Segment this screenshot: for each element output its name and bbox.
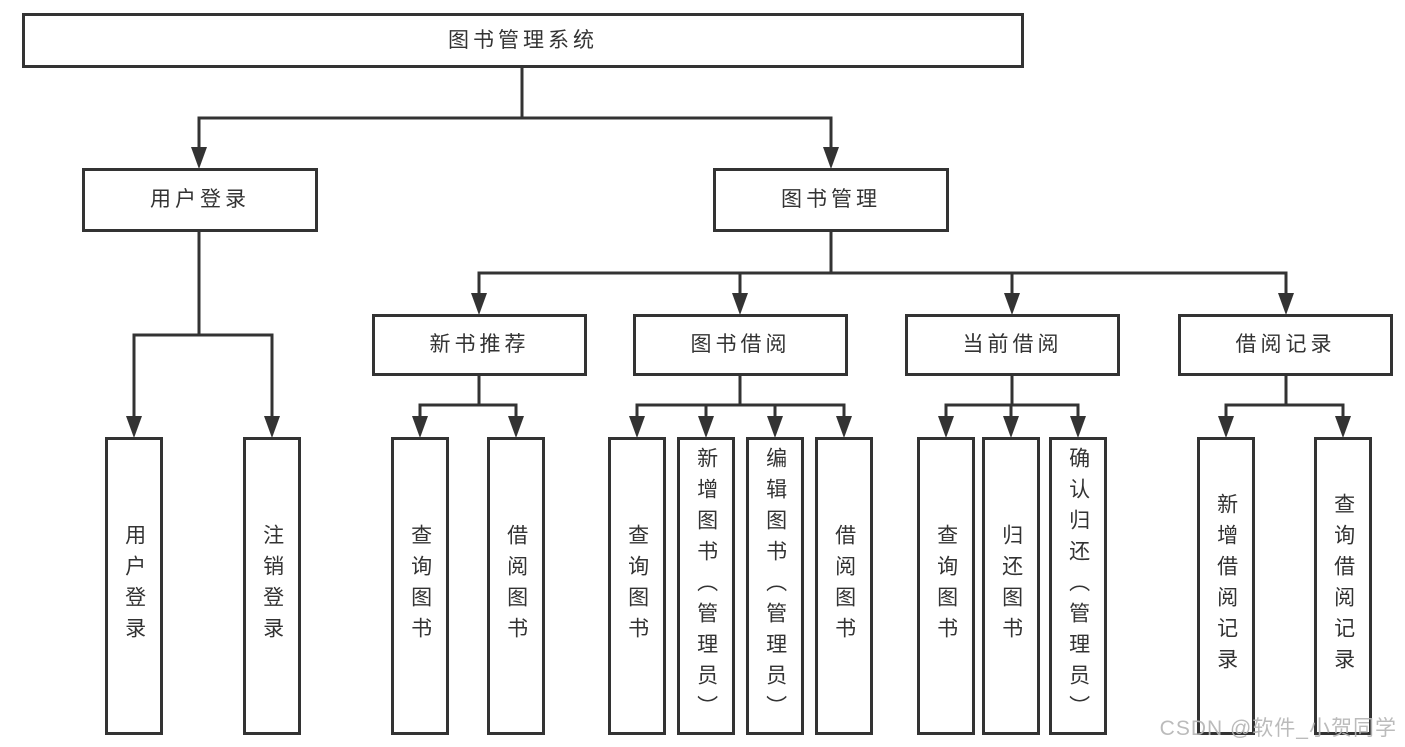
- node-label: 归还图书: [999, 524, 1023, 648]
- leaf-logout: 注销登录: [243, 437, 301, 735]
- node-label: 查询图书: [408, 524, 432, 648]
- arrowhead: [264, 416, 280, 438]
- arrowhead: [412, 416, 428, 438]
- leaf-borrow-books-recommend: 借阅图书: [487, 437, 545, 735]
- arrowhead: [938, 416, 954, 438]
- arrowhead: [698, 416, 714, 438]
- node-borrowing-records: 借阅记录: [1178, 314, 1393, 376]
- arrowhead: [471, 293, 487, 315]
- leaf-borrow-books: 借阅图书: [815, 437, 873, 735]
- node-label: 查询借阅记录: [1331, 493, 1355, 679]
- arrowhead: [1218, 416, 1234, 438]
- node-user-login: 用户登录: [82, 168, 318, 232]
- node-label: 图书管理系统: [448, 28, 598, 52]
- leaf-add-books-admin: 新增图书（管理员）: [677, 437, 735, 735]
- node-book-borrowing: 图书借阅: [633, 314, 848, 376]
- node-label: 编辑图书（管理员）: [763, 446, 787, 726]
- node-label: 借阅图书: [504, 524, 528, 648]
- node-label: 当前借阅: [962, 333, 1063, 357]
- arrowhead: [1335, 416, 1351, 438]
- node-library-management-system: 图书管理系统: [22, 13, 1024, 68]
- node-book-management: 图书管理: [713, 168, 949, 232]
- node-label: 图书管理: [781, 188, 881, 212]
- leaf-add-borrow-record: 新增借阅记录: [1197, 437, 1255, 735]
- leaf-return-books: 归还图书: [982, 437, 1040, 735]
- node-label: 借阅图书: [832, 524, 856, 648]
- arrowhead: [629, 416, 645, 438]
- leaf-query-books-borrowing: 查询图书: [608, 437, 666, 735]
- arrowhead: [732, 293, 748, 315]
- arrowhead: [836, 416, 852, 438]
- leaf-query-books-current: 查询图书: [917, 437, 975, 735]
- arrowhead: [126, 416, 142, 438]
- node-label: 用户登录: [122, 524, 146, 648]
- watermark: CSDN @软件_小贺同学: [1159, 717, 1397, 740]
- leaf-edit-books-admin: 编辑图书（管理员）: [746, 437, 804, 735]
- node-label: 图书借阅: [690, 333, 791, 357]
- arrowhead: [1003, 416, 1019, 438]
- arrowhead: [191, 147, 207, 169]
- node-label: 新书推荐: [429, 333, 530, 357]
- node-current-borrowing: 当前借阅: [905, 314, 1120, 376]
- arrowhead: [1278, 293, 1294, 315]
- node-label: 新增借阅记录: [1214, 493, 1238, 679]
- leaf-confirm-return-admin: 确认归还（管理员）: [1049, 437, 1107, 735]
- leaf-query-borrow-record: 查询借阅记录: [1314, 437, 1372, 735]
- arrowhead: [1070, 416, 1086, 438]
- node-label: 新增图书（管理员）: [694, 446, 718, 726]
- node-label: 确认归还（管理员）: [1066, 446, 1090, 726]
- node-label: 注销登录: [260, 524, 284, 648]
- arrowhead: [1004, 293, 1020, 315]
- arrowhead: [767, 416, 783, 438]
- node-label: 查询图书: [934, 524, 958, 648]
- node-new-book-recommendation: 新书推荐: [372, 314, 587, 376]
- arrowhead: [508, 416, 524, 438]
- node-label: 查询图书: [625, 524, 649, 648]
- node-label: 借阅记录: [1235, 333, 1336, 357]
- leaf-query-books-recommend: 查询图书: [391, 437, 449, 735]
- arrowhead: [823, 147, 839, 169]
- leaf-user-login: 用户登录: [105, 437, 163, 735]
- node-label: 用户登录: [150, 188, 250, 212]
